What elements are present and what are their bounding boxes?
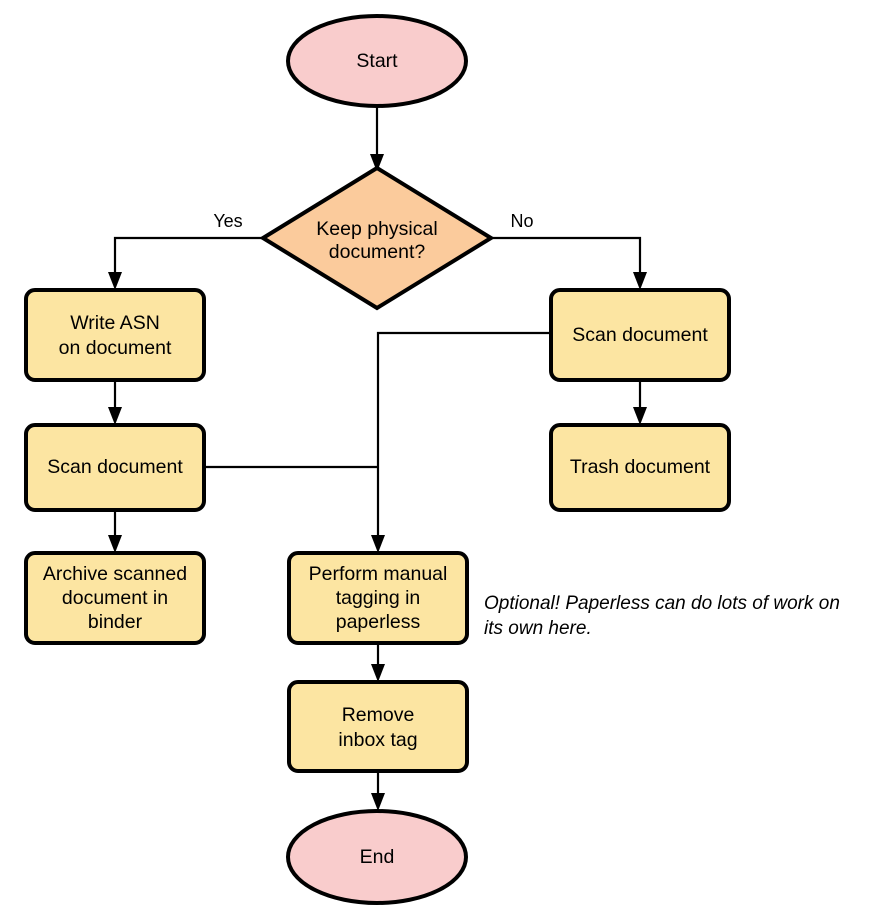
node-archive-scanned-document[interactable]: Archive scanned document in binder [24, 551, 206, 645]
edge-start-to-decision [370, 106, 384, 172]
optional-note-line1: Optional! Paperless can do lots of work … [484, 593, 840, 614]
trash-document-box-shape [549, 423, 731, 512]
start-label: Start [356, 50, 398, 72]
scan-document-right-box-shape [549, 288, 731, 382]
node-perform-manual-tagging[interactable]: Perform manual tagging in paperless [287, 551, 469, 645]
decision-label-line2: document? [329, 241, 426, 263]
edge-label-yes: Yes [213, 211, 242, 231]
edge-scan-left-to-archive [108, 510, 122, 553]
scan-document-right-label: Scan document [572, 324, 708, 346]
archive-box-shape [24, 551, 206, 645]
scan-document-left-label: Scan document [47, 456, 183, 478]
tagging-label-line1: Perform manual [309, 563, 448, 585]
remove-inbox-tag-label-line1: Remove [342, 704, 415, 726]
node-decision-keep-physical-document[interactable]: Keep physical document? [259, 165, 495, 311]
node-write-asn-on-document[interactable]: Write ASN on document [24, 288, 206, 382]
end-label: End [360, 846, 395, 868]
decision-label-line1: Keep physical [316, 218, 437, 240]
node-scan-document-right[interactable]: Scan document [549, 288, 731, 382]
trash-document-label: Trash document [570, 456, 711, 478]
edge-remove-tag-to-end [371, 771, 385, 811]
write-asn-box-shape [24, 288, 206, 382]
node-start[interactable]: Start [286, 14, 468, 108]
write-asn-label-line2: on document [59, 337, 172, 359]
edge-scan-right-to-trash [633, 380, 647, 425]
decision-diamond-shape [259, 165, 495, 311]
edge-tagging-to-remove-tag [371, 643, 385, 682]
annotation-optional-note: Optional! Paperless can do lots of work … [484, 593, 840, 639]
remove-inbox-tag-box-shape [287, 680, 469, 773]
node-scan-document-left[interactable]: Scan document [24, 423, 206, 512]
edge-scan-right-to-tagging [371, 331, 551, 553]
archive-label-line1: Archive scanned [43, 563, 187, 585]
scan-document-left-box-shape [24, 423, 206, 512]
remove-inbox-tag-label-line2: inbox tag [338, 729, 417, 751]
tagging-box-shape [287, 551, 469, 645]
edge-decision-to-scan-right [491, 236, 647, 290]
start-ellipse-shape [286, 14, 468, 108]
edge-decision-to-write-asn [108, 236, 263, 290]
node-end[interactable]: End [286, 809, 468, 905]
archive-label-line2: document in [62, 587, 168, 609]
tagging-label-line2: tagging in [336, 587, 421, 609]
tagging-label-line3: paperless [336, 611, 421, 633]
end-ellipse-shape [286, 809, 468, 905]
optional-note-line2: its own here. [484, 618, 592, 639]
edge-write-asn-to-scan-left [108, 380, 122, 425]
archive-label-line3: binder [88, 611, 143, 633]
node-trash-document[interactable]: Trash document [549, 423, 731, 512]
edge-label-no: No [510, 211, 533, 231]
node-remove-inbox-tag[interactable]: Remove inbox tag [287, 680, 469, 773]
write-asn-label-line1: Write ASN [70, 312, 160, 334]
